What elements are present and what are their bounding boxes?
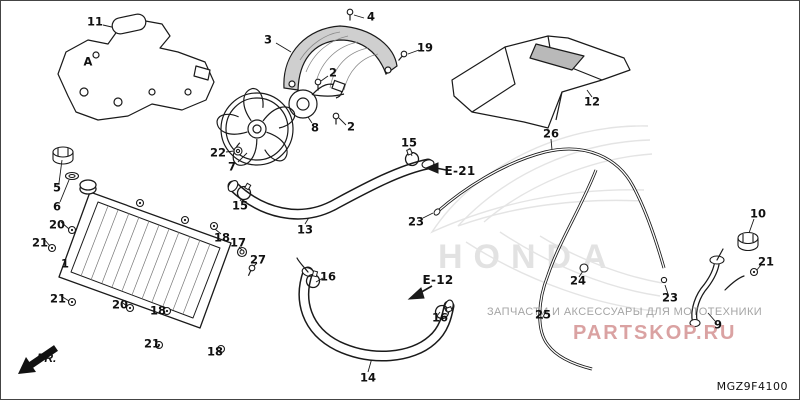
part-callout-18: 18 [213, 230, 231, 245]
part-callout-21: 21 [49, 291, 67, 306]
part-callout-14: 14 [359, 370, 377, 385]
diagram-code: MGZ9F4100 [716, 380, 788, 393]
part-callout-19: 19 [416, 40, 434, 55]
mounting-bolts [47, 198, 759, 354]
part-callout-26: 26 [542, 126, 560, 141]
part-callout-15: 15 [231, 198, 249, 213]
reserve-cap [737, 231, 759, 252]
part-callout-16: 16 [319, 269, 337, 284]
part-callout-18: 18 [149, 303, 167, 318]
part-callout-23: 23 [661, 290, 679, 305]
part-callout-22: 22 [209, 145, 227, 160]
part-callout-21: 21 [143, 336, 161, 351]
side-cover [451, 35, 631, 129]
part-callout-6: 6 [52, 199, 62, 214]
part-callout-10: 10 [749, 206, 767, 221]
part-callout-A: A [83, 54, 93, 69]
part-callout-8: 8 [310, 120, 320, 135]
fan-shroud [283, 25, 398, 97]
part-callout-9: 9 [713, 317, 723, 332]
part-callout-18: 18 [206, 344, 224, 359]
fan [212, 85, 296, 170]
fr-direction-label: FR. [37, 351, 57, 365]
part-callout-7: 7 [227, 159, 237, 174]
part-callout-13: 13 [296, 222, 314, 237]
watermark-wing-icon [430, 125, 663, 312]
screw-19-icon [395, 49, 409, 63]
e12-arrow-icon [407, 285, 433, 300]
part-callout-16: 16 [431, 310, 449, 325]
screw-2b-icon [332, 112, 340, 126]
radiator-cap [52, 146, 74, 165]
part-callout-2: 2 [346, 119, 356, 134]
part-callout-25: 25 [534, 307, 552, 322]
fr-arrow-icon [18, 345, 58, 374]
radiator [58, 179, 232, 329]
part-callout-15: 15 [400, 135, 418, 150]
part-callout-17: 17 [229, 235, 247, 250]
ref-label-e-12: E-12 [422, 273, 454, 287]
part-callout-21: 21 [31, 235, 49, 250]
part-callout-12: 12 [583, 94, 601, 109]
watermark-site: PARTSKOP.RU [573, 322, 737, 344]
part-callout-20: 20 [48, 217, 66, 232]
cap-seal-ring [64, 171, 80, 181]
watermark-text: ЗАПЧАСТИ И АКСЕССУАРЫ ДЛЯ МОТОТЕХНИКИ [487, 306, 763, 318]
part-callout-24: 24 [569, 273, 587, 288]
bolt-4-icon [346, 8, 354, 22]
part-callout-27: 27 [249, 252, 267, 267]
bracket-plate [57, 13, 215, 121]
drain-tube [538, 169, 598, 371]
part-callout-5: 5 [52, 180, 62, 195]
e21-arrow-icon [424, 162, 447, 174]
part-callout-11: 11 [86, 14, 104, 29]
upper-hose [227, 158, 435, 220]
fan-nut-icon [233, 146, 243, 156]
overflow-tube [433, 147, 668, 284]
ref-label-e-21: E-21 [444, 164, 476, 178]
part-callout-4: 4 [366, 9, 376, 24]
fan-motor [288, 79, 346, 119]
part-callout-1: 1 [60, 256, 70, 271]
part-callout-21: 21 [757, 254, 775, 269]
part-callout-23: 23 [407, 214, 425, 229]
part-callout-20: 20 [111, 297, 129, 312]
filler-neck [689, 248, 745, 328]
part-callout-3: 3 [263, 32, 273, 47]
part-callout-2: 2 [328, 65, 338, 80]
